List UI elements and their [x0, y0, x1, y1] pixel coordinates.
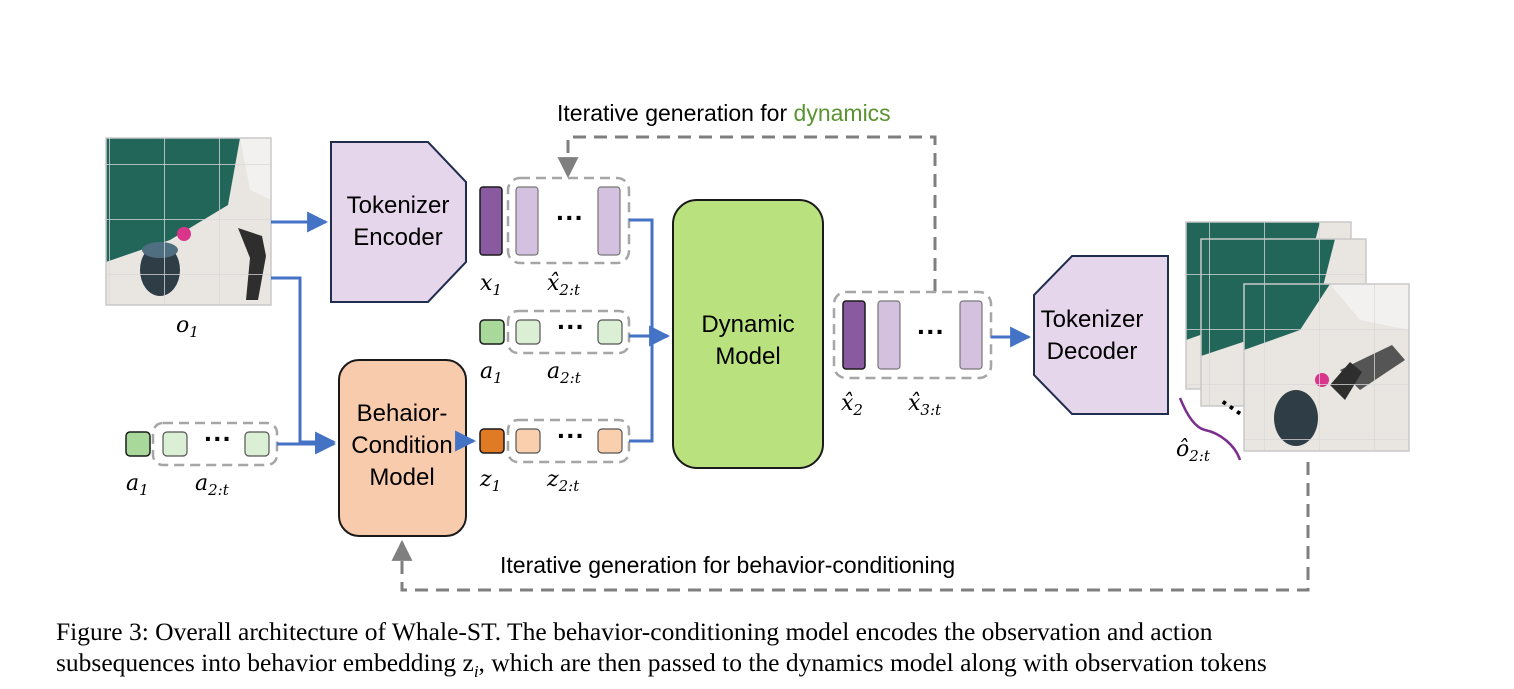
behavior-line3: Model	[369, 464, 434, 491]
ellipsis-left: ···	[204, 423, 232, 454]
loop-dynamics-path	[557, 135, 937, 292]
tokenizer-encoder-block	[330, 141, 467, 303]
tokenizer-decoder-line1: Tokenizer	[1041, 306, 1144, 333]
token-a2-mid	[515, 319, 541, 345]
loop-dynamics-label: Iterative generation for dynamics	[557, 100, 891, 126]
tokenizer-encoder-line1: Tokenizer	[347, 192, 450, 219]
dynamic-line2: Model	[715, 343, 780, 370]
behavior-line2: Condition	[351, 432, 452, 459]
caption-line1: Figure 3: Overall architecture of Whale-…	[56, 617, 1213, 646]
token-xt	[597, 186, 621, 256]
label-o1: o1	[176, 313, 199, 341]
label-ohat2t: ô2:t	[1176, 437, 1211, 465]
loop-behavior-label: Iterative generation for behavior-condit…	[500, 552, 955, 578]
loop-behavior-path	[391, 462, 1310, 592]
token-at-mid	[597, 319, 623, 345]
merge-line-z	[629, 336, 654, 443]
caption-line2: subsequences into behavior embedding zi,…	[56, 648, 1267, 682]
label-a2t-mid: a2:t	[547, 359, 582, 387]
arrow-image-to-behavior	[271, 276, 337, 453]
token-a1-mid	[479, 319, 505, 345]
label-a1-mid: a1	[480, 359, 503, 387]
tokenizer-decoder-line2: Decoder	[1047, 338, 1138, 365]
token-x2	[515, 186, 539, 256]
token-group-xhat-out	[832, 290, 993, 380]
token-z1	[479, 428, 505, 454]
behavior-line1: Behaior-	[357, 400, 448, 427]
token-xhat3	[877, 300, 901, 370]
architecture-diagram: Iterative generation for dynamics o1 Tok…	[105, 100, 1410, 592]
token-group-z2t	[506, 418, 631, 464]
output-frame-front	[1243, 283, 1410, 452]
output-brace	[1178, 397, 1242, 461]
label-a1-left: a1	[126, 471, 149, 499]
token-a1-left	[125, 431, 151, 457]
label-x2t: x̂2:t	[547, 271, 581, 299]
ellipsis-x: ···	[556, 202, 584, 233]
observation-image	[105, 137, 272, 306]
dynamic-line1: Dynamic	[701, 311, 794, 338]
label-x1: x1	[480, 271, 502, 299]
figure-caption: Figure 3: Overall architecture of Whale-…	[56, 616, 1460, 687]
token-a2-left	[162, 431, 188, 457]
label-z1: z1	[479, 467, 501, 495]
token-group-a2t-mid	[506, 309, 631, 355]
ellipsis-z: ···	[557, 420, 585, 451]
ellipsis-a-mid: ···	[557, 311, 585, 342]
token-z2	[515, 428, 541, 454]
ellipsis-xhat: ···	[917, 316, 945, 347]
label-xhat2: x̂2	[841, 391, 863, 419]
dynamic-model-block	[672, 199, 824, 469]
label-z2t: z2:t	[546, 467, 580, 495]
token-xhatt	[959, 300, 983, 370]
token-at-left	[244, 431, 270, 457]
token-zt	[597, 428, 623, 454]
label-xhat3t: x̂3:t	[908, 391, 942, 419]
label-a2t-left: a2:t	[195, 471, 230, 499]
tokenizer-decoder-block	[1033, 255, 1169, 415]
token-x1	[479, 186, 503, 256]
merge-line-x	[629, 218, 654, 336]
tokenizer-encoder-line2: Encoder	[353, 224, 442, 251]
token-xhat2	[842, 300, 866, 370]
